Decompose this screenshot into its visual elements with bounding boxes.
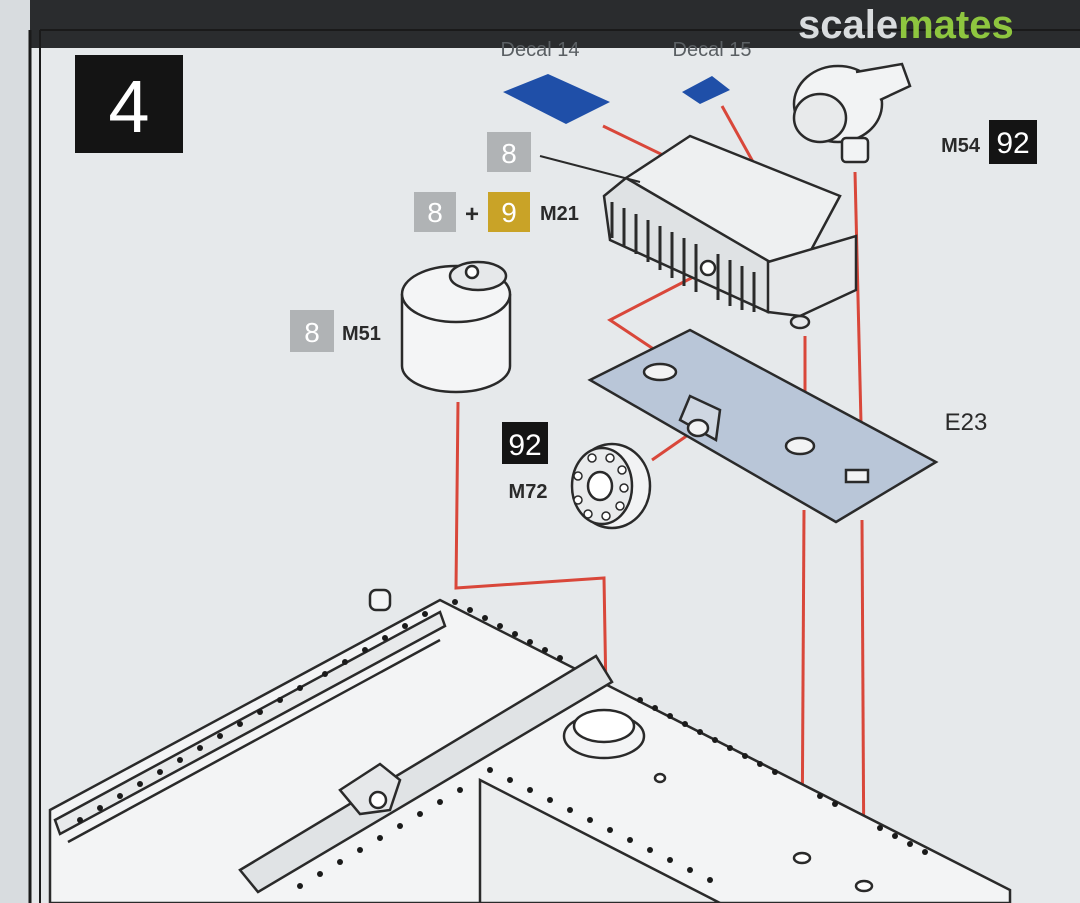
part-m72: [570, 442, 652, 530]
watermark: scalemates: [798, 3, 1014, 47]
sprue-92-m54: [989, 120, 1037, 164]
sprue-92-m72: [502, 422, 548, 464]
sprue-number: 92: [996, 127, 1029, 160]
sprue-8-top: [487, 132, 531, 172]
part-m51: [400, 260, 512, 394]
part-e23: [587, 328, 939, 524]
decal-15: [682, 76, 730, 104]
part-label-m54: M54: [941, 135, 981, 157]
sprue-8-m51: [290, 310, 334, 352]
part-label-m72: M72: [509, 481, 548, 503]
plus-sign: +: [465, 201, 479, 228]
sprue-number: 8: [501, 138, 517, 169]
step-number-box: [75, 55, 183, 153]
step-number: 4: [108, 65, 149, 148]
sprue-number: 9: [501, 197, 517, 228]
rivet-row: [77, 599, 928, 889]
sprue-9-m21: [488, 192, 530, 232]
sprue-8-m21: [414, 192, 456, 232]
left-margin: [0, 0, 30, 903]
sprue-number: 8: [427, 197, 443, 228]
sprue-number: 92: [508, 429, 541, 462]
part-label-e23: E23: [945, 409, 988, 436]
part-label-m21: M21: [540, 203, 579, 225]
top-dark-band: [0, 0, 1080, 48]
sprue-number: 8: [304, 317, 320, 348]
decal-14: [503, 74, 610, 124]
leader-line: [539, 155, 641, 183]
part-label-m51: M51: [342, 323, 381, 345]
decal-15-label: Decal 15: [673, 39, 752, 61]
part-m54: [792, 62, 912, 164]
part-m21: [602, 134, 858, 330]
hull-assembly: [48, 588, 1012, 903]
decal-14-label: Decal 14: [501, 39, 580, 61]
